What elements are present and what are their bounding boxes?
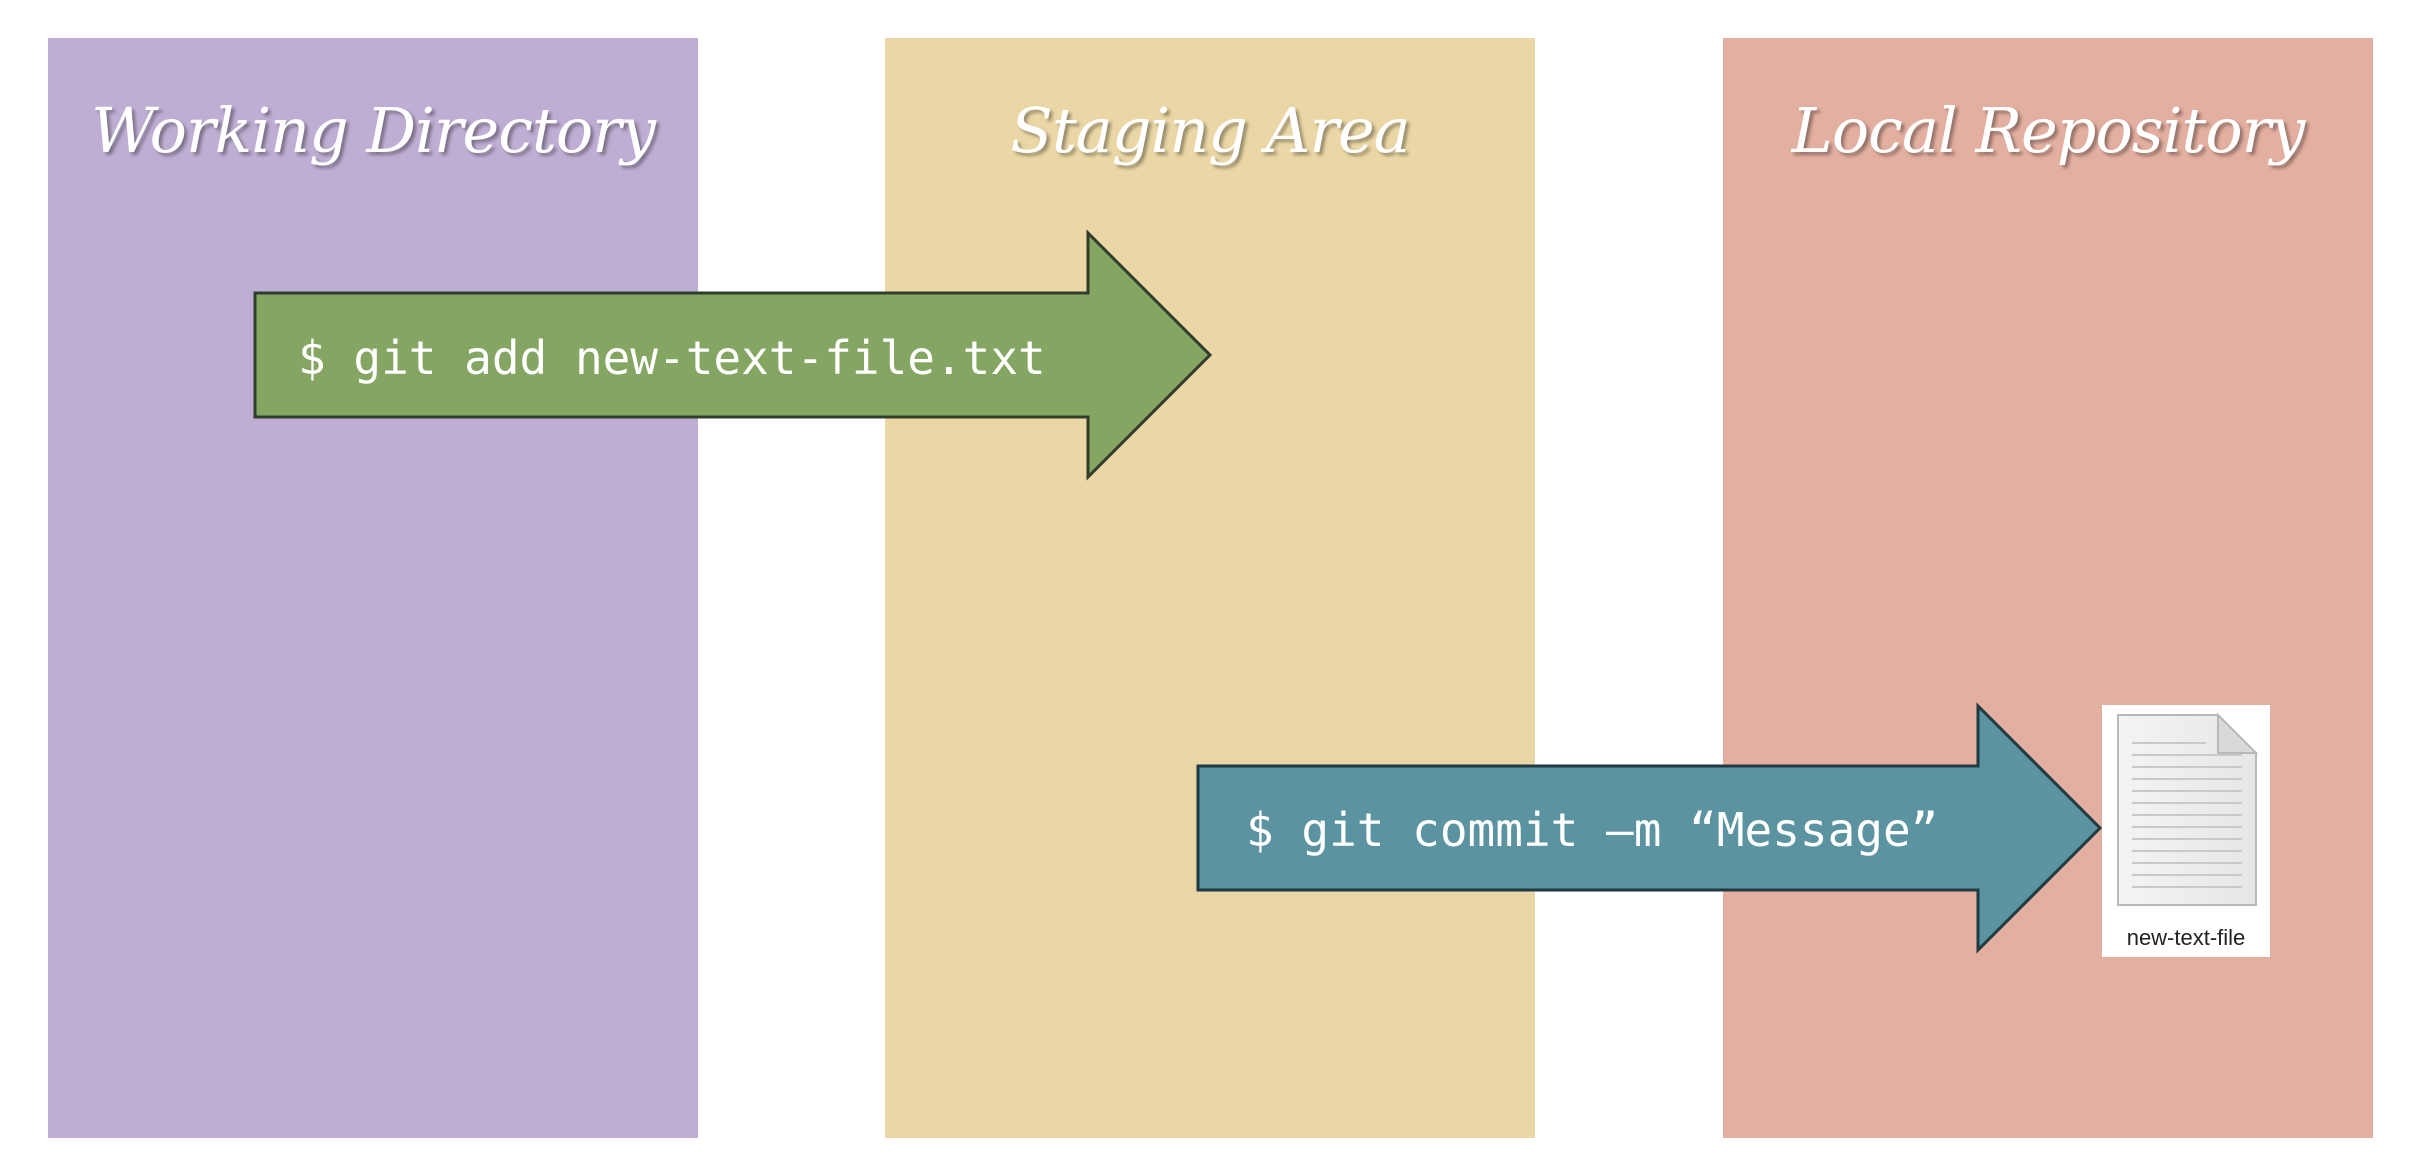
staging-area-title: Staging Area xyxy=(1010,94,1410,167)
working-directory-column: Working Directory xyxy=(48,38,698,1138)
git-commit-command-label: $ git commit –m “Message” xyxy=(1246,803,1939,857)
git-add-command-label: $ git add new-text-file.txt xyxy=(298,331,1046,385)
text-file-icon xyxy=(2117,712,2259,906)
staging-area-column: Staging Area xyxy=(885,38,1535,1138)
new-text-file-item: new-text-file xyxy=(2102,705,2270,957)
working-directory-title: Working Directory xyxy=(91,94,656,167)
local-repository-title: Local Repository xyxy=(1791,94,2306,167)
git-add-arrow xyxy=(253,229,1213,481)
git-commit-arrow xyxy=(1196,702,2103,954)
file-name-label: new-text-file xyxy=(2126,925,2246,950)
